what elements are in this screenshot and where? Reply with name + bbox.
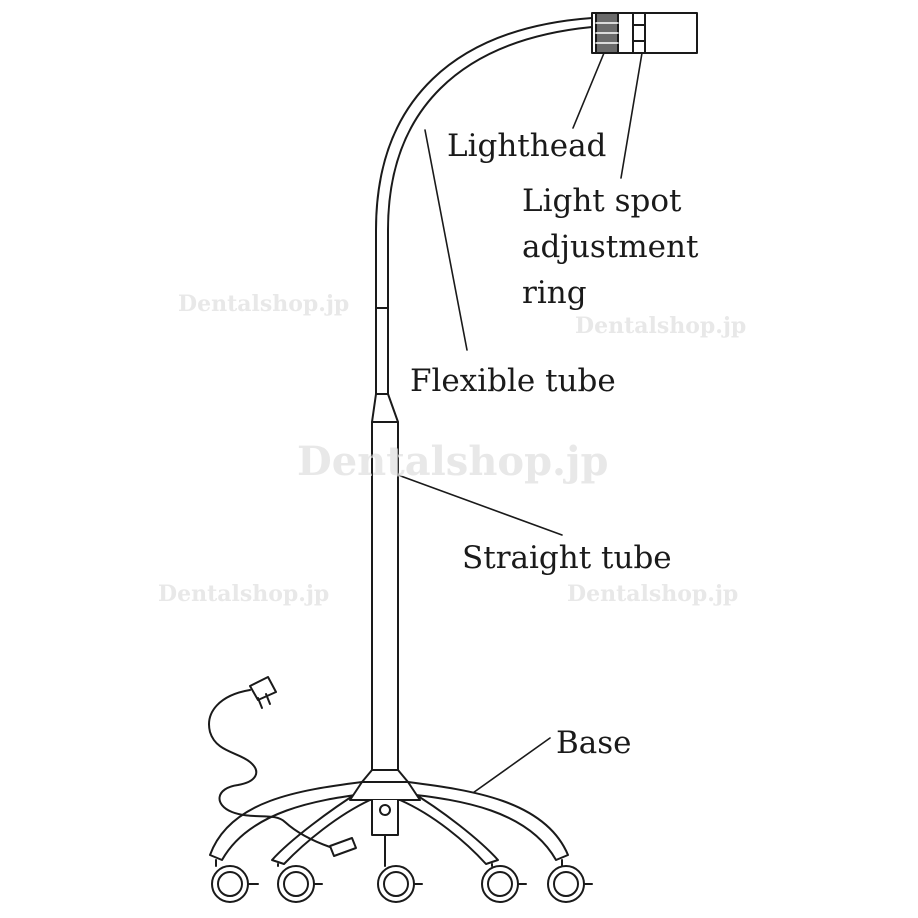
caster-3 xyxy=(377,834,423,903)
casters xyxy=(211,834,593,903)
watermark: Dentalshop.jp xyxy=(567,581,739,607)
straight-tube-leader xyxy=(397,474,563,536)
flexible-tube-leader xyxy=(424,129,468,351)
label-base: Base xyxy=(556,725,632,761)
label-light-spot-line3: ring xyxy=(522,275,587,311)
label-flexible-tube: Flexible tube xyxy=(410,363,616,399)
watermark: Dentalshop.jp xyxy=(158,581,330,607)
caster-1 xyxy=(211,859,259,903)
label-lighthead: Lighthead xyxy=(447,128,607,164)
spot-ring-leader xyxy=(620,52,643,179)
leader-lines xyxy=(397,52,643,801)
lighthead xyxy=(591,12,698,54)
base xyxy=(209,781,569,865)
caster-5 xyxy=(547,859,593,903)
lighthead-leader xyxy=(572,52,605,129)
caster-2 xyxy=(277,863,323,903)
label-light-spot-line2: adjustment xyxy=(522,229,699,265)
flexible-tube xyxy=(375,17,593,395)
label-straight-tube: Straight tube xyxy=(462,540,672,576)
caster-4 xyxy=(481,863,527,903)
watermark: Dentalshop.jp xyxy=(575,313,747,339)
power-cord xyxy=(208,676,331,848)
watermark: Dentalshop.jp xyxy=(178,291,350,317)
watermark: Dentalshop.jp xyxy=(297,438,609,485)
label-light-spot-line1: Light spot xyxy=(522,183,682,219)
base-leader xyxy=(462,737,551,801)
